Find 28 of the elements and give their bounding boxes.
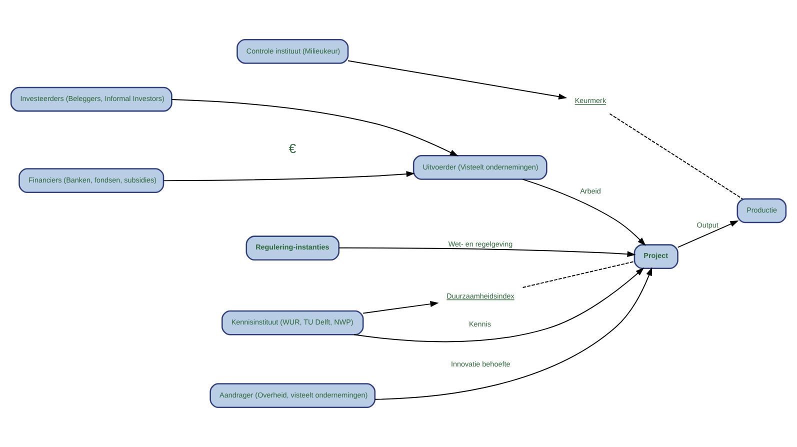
node-text: Duurzaamheidsindex [446, 291, 514, 300]
arrow [522, 178, 646, 246]
edge-label: Innovatie behoefte [450, 360, 510, 369]
arrow [374, 267, 652, 400]
arrow [338, 247, 636, 258]
arrow [171, 99, 458, 156]
arrow [677, 220, 739, 248]
node-box: Investeerders (Beleggers, Informal Investors) [10, 86, 172, 112]
node-box: Project [634, 244, 678, 270]
node-box: Kennisinstituut (WUR, TU Delft, NWP) [222, 310, 364, 336]
node-box: Regulering-instanties [246, 236, 340, 261]
arrow [348, 60, 568, 100]
node-box: Financiers (Banken, fondsen, subsidies) [18, 168, 164, 194]
node-box: Uitvoerder (Visteelt ondernemingen) [412, 155, 548, 180]
label: € [288, 141, 296, 156]
arrow [163, 171, 415, 182]
connector [609, 113, 744, 200]
edge-label: Output [696, 220, 718, 230]
edge-label: Arbeid [580, 186, 601, 196]
node-text: Keurmerk [574, 96, 606, 106]
node-box: Controle instituut (Milieukeur) [236, 38, 349, 64]
node-box: Aandrager (Overheid, visteelt ondernemingen) [210, 383, 376, 408]
arrow [362, 301, 439, 314]
node-box: Productie [736, 198, 787, 224]
connector [522, 261, 635, 288]
arrow [354, 268, 644, 342]
edge-label: Wet- en regelgeving [448, 240, 513, 249]
edge-label: Kennis [468, 320, 491, 329]
